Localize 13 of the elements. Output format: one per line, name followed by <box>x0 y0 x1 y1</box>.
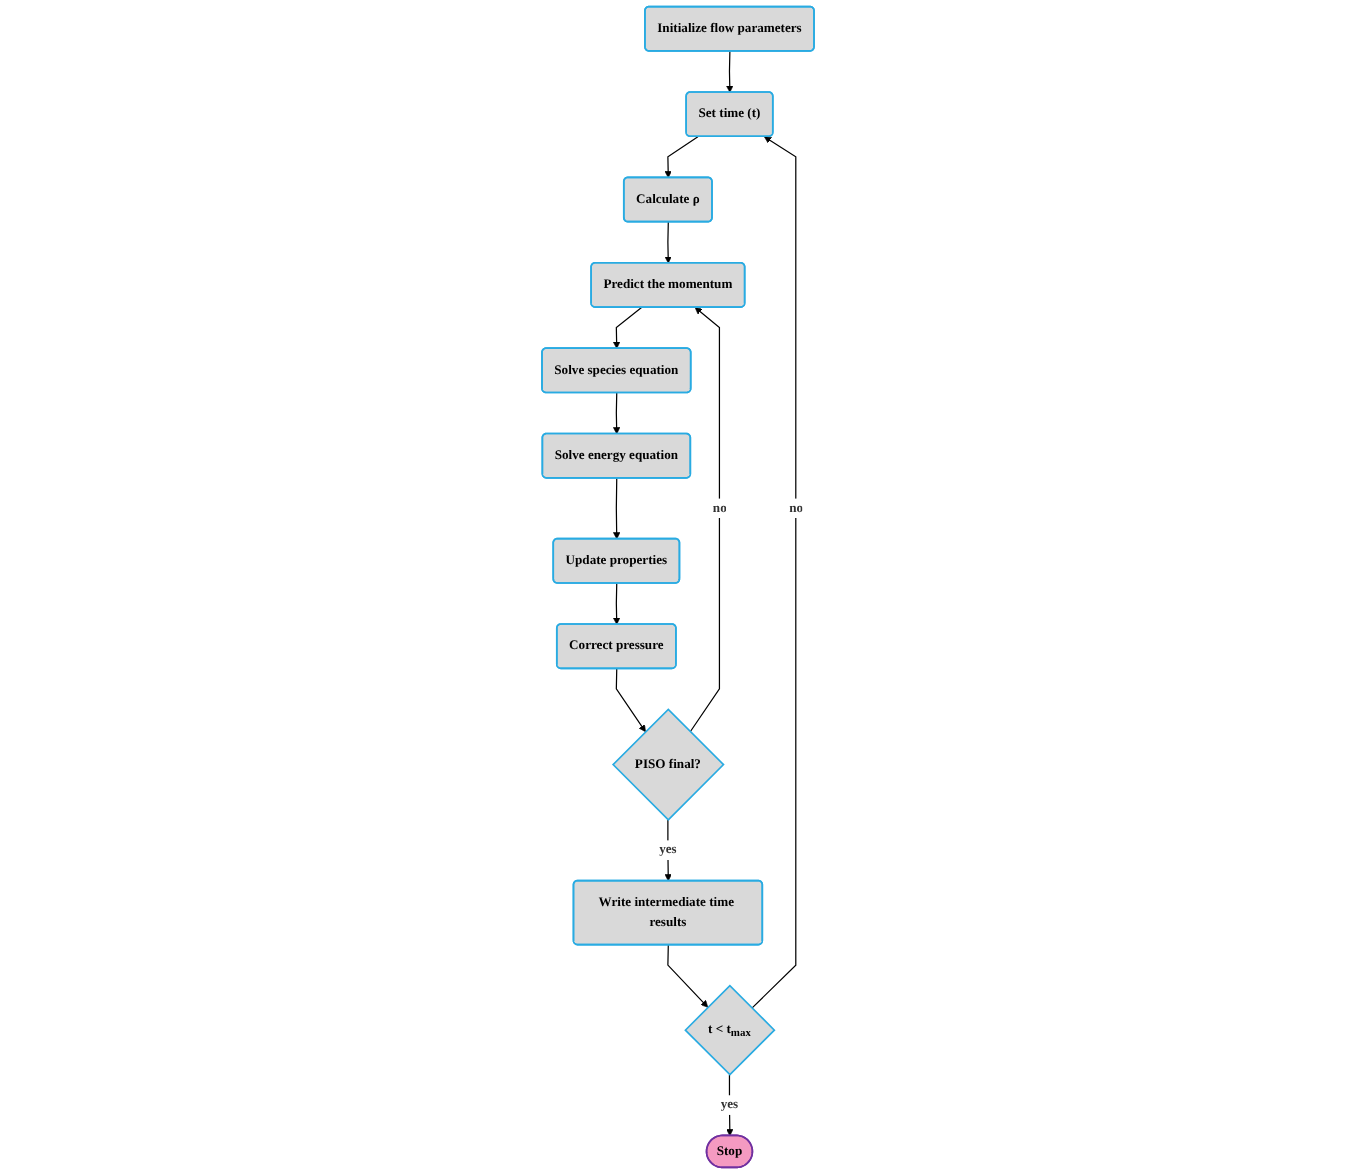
arrow <box>726 1074 734 1137</box>
arrow <box>613 392 621 435</box>
arrow <box>613 582 621 625</box>
arrow <box>751 136 797 1009</box>
arrow <box>667 944 709 1008</box>
arrow <box>664 136 699 179</box>
arrow <box>615 668 646 733</box>
arrow <box>664 819 672 882</box>
arrow <box>726 50 734 93</box>
arrow <box>689 307 721 733</box>
arrow <box>664 221 672 264</box>
arrow <box>613 306 643 349</box>
arrow <box>613 477 621 540</box>
